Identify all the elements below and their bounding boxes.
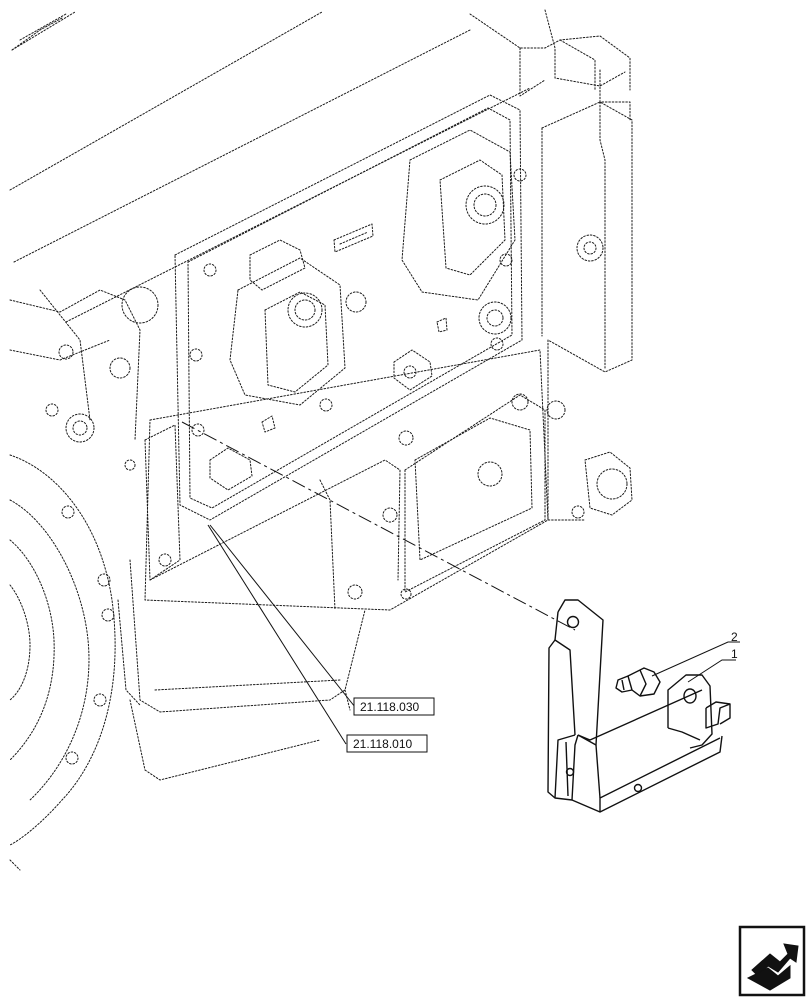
callout-leaders [651,641,740,683]
next-page-arrow-icon[interactable] [738,925,806,997]
reference-box-21-118-030[interactable]: 21.118.030 [353,697,435,716]
reference-box-21-118-010[interactable]: 21.118.010 [346,734,428,753]
reference-label: 21.118.030 [360,700,419,714]
bracket-part [547,599,731,813]
assembly-centerline [181,421,576,631]
bolt-part [615,667,661,697]
callout-number-1: 1 [731,647,738,661]
callout-number-2: 2 [731,630,738,644]
reference-leaders [207,524,356,745]
reference-label: 21.118.010 [353,737,412,751]
engine-block-outline [9,9,633,871]
